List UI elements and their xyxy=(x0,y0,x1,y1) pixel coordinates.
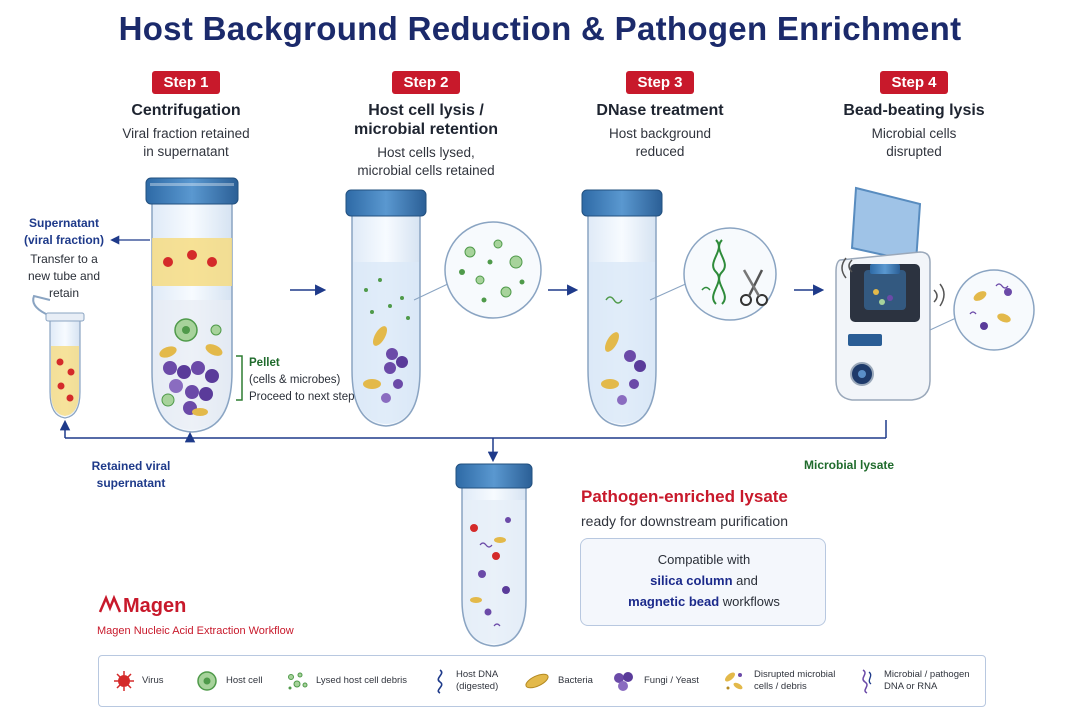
step2-desc: Host cells lysed, microbial cells retain… xyxy=(336,144,516,180)
pellet-cells xyxy=(159,318,223,416)
compat-and: and xyxy=(732,573,758,588)
magen-logo-mark xyxy=(98,594,122,613)
fungi-icon xyxy=(614,672,633,691)
compat-silica: silica column xyxy=(650,573,733,588)
magnifier-step2 xyxy=(413,221,542,319)
brand-name: Magen xyxy=(123,595,187,617)
legend-item-host-cell: Host cell xyxy=(195,656,262,706)
lysed-debris-icon xyxy=(288,672,308,690)
pellet-label: Pellet (cells & microbes) Proceed to nex… xyxy=(249,355,379,406)
brand-tagline: Magen Nucleic Acid Extraction Workflow xyxy=(97,625,294,637)
step4-title: Bead-beating lysis xyxy=(843,102,985,119)
step4-desc-line2: disrupted xyxy=(886,144,942,159)
bead-beater-instrument xyxy=(835,186,945,401)
step4-header: Step 4 Bead-beating lysis Microbial cell… xyxy=(824,71,1004,161)
legend-disrupted-line1: Disrupted microbial xyxy=(754,669,836,680)
page-title: Host Background Reduction & Pathogen Enr… xyxy=(118,10,962,47)
bacteria-icon xyxy=(525,673,549,689)
tube-step2 xyxy=(345,189,427,427)
step1-header: Step 1 Centrifugation Viral fraction ret… xyxy=(96,71,276,161)
step3-desc: Host background reduced xyxy=(570,125,750,161)
collection-lines xyxy=(59,419,887,463)
legend-item-lysed-debris: Lysed host cell debris xyxy=(285,656,407,706)
retained-line1: Retained viral xyxy=(91,459,171,473)
legend-item-host-dna: Host DNA(digested) xyxy=(431,656,498,706)
compat-workflows: workflows xyxy=(719,594,780,609)
step3-desc-line1: Host background xyxy=(608,126,712,141)
step2-header: Step 2 Host cell lysis / microbial reten… xyxy=(336,71,516,180)
compat-magnetic: magnetic bead xyxy=(628,594,720,609)
step2-desc-line1: Host cells lysed, xyxy=(377,145,475,160)
step1-title: Centrifugation xyxy=(131,102,241,119)
virus-icon xyxy=(114,671,134,691)
legend-pathogen-dna-line2: DNA or RNA xyxy=(884,681,938,692)
step1-desc: Viral fraction retained in supernatant xyxy=(96,125,276,161)
step2-title-line1: Host cell lysis / xyxy=(368,102,484,119)
compatibility-text: Compatible with silica column and magnet… xyxy=(620,549,788,612)
magnifier-step3 xyxy=(649,227,777,321)
supernatant-label: Supernatant (viral fraction) Transfer to… xyxy=(14,215,114,302)
host-dna-icon xyxy=(437,669,443,694)
legend-bacteria-label: Bacteria xyxy=(558,675,593,686)
step1-desc-line2: in supernatant xyxy=(143,144,229,159)
supernatant-note-line3: retain xyxy=(48,286,80,300)
supernatant-label-line1: Supernatant xyxy=(28,216,99,230)
pellet-bracket xyxy=(236,355,243,401)
pathogen-dna-icon xyxy=(862,669,872,694)
tube-step3 xyxy=(581,189,663,427)
host-cell-icon xyxy=(197,671,217,691)
step1-badge: Step 1 xyxy=(152,71,220,94)
legend-fungi-label: Fungi / Yeast xyxy=(644,675,699,686)
compatibility-box xyxy=(580,538,826,626)
step3-header: Step 3 DNase treatment Host background r… xyxy=(570,71,750,161)
legend-box: Virus Host cell Lysed host cell debris H… xyxy=(98,655,986,707)
tube-step1 xyxy=(145,177,239,433)
supernatant-note-line2: new tube and xyxy=(27,269,101,283)
step3-badge: Step 3 xyxy=(626,71,694,94)
lysate-title: Pathogen-enriched lysate xyxy=(581,487,788,506)
final-lysate-tube xyxy=(455,463,533,647)
legend-item-bacteria: Bacteria xyxy=(523,656,593,706)
transfer-tube xyxy=(32,294,85,419)
supernatant-viruses xyxy=(163,250,217,267)
legend-disrupted-line2: cells / debris xyxy=(754,681,807,692)
step1-desc-line1: Viral fraction retained xyxy=(122,126,250,141)
legend-host-dna-line1: Host DNA xyxy=(456,669,499,680)
disrupted-cells-icon xyxy=(725,672,743,690)
lysate-heading: Pathogen-enriched lysate ready for downs… xyxy=(581,487,881,529)
legend-pathogen-dna-line1: Microbial / pathogen xyxy=(884,669,970,680)
magnifier-step4 xyxy=(929,269,1035,351)
legend-item-virus: Virus xyxy=(113,656,163,706)
compat-line3: magnetic bead workflows xyxy=(620,591,788,612)
microbial-lysate-label: Microbial lysate xyxy=(804,458,895,472)
step4-desc: Microbial cells disrupted xyxy=(824,125,1004,161)
step2-title-line2: microbial retention xyxy=(353,121,499,138)
supernatant-label-line2: (viral fraction) xyxy=(23,233,104,247)
step4-desc-line1: Microbial cells xyxy=(871,126,957,141)
step3-title: DNase treatment xyxy=(596,102,724,119)
step4-badge: Step 4 xyxy=(880,71,948,94)
retained-line2: supernatant xyxy=(96,476,166,490)
pellet-label-title: Pellet xyxy=(249,357,280,369)
legend-lysed-debris-label: Lysed host cell debris xyxy=(316,675,408,686)
compat-line2: silica column and xyxy=(620,570,788,591)
supernatant-note-line1: Transfer to a xyxy=(30,252,98,266)
legend-host-cell-label: Host cell xyxy=(226,675,263,686)
retained-viral-label: Retained viral supernatant xyxy=(66,458,196,492)
pellet-note-line1: (cells & microbes) xyxy=(249,374,341,386)
step2-title: Host cell lysis / microbial retention xyxy=(336,101,516,139)
pellet-note-line2: Proceed to next step xyxy=(249,391,355,403)
lysate-subtitle: ready for downstream purification xyxy=(581,513,788,529)
step2-badge: Step 2 xyxy=(392,71,460,94)
legend-item-fungi: Fungi / Yeast xyxy=(611,656,699,706)
step3-desc-line2: reduced xyxy=(635,144,685,159)
step2-desc-line2: microbial cells retained xyxy=(357,163,495,178)
compat-line1: Compatible with xyxy=(657,552,751,567)
legend-virus-label: Virus xyxy=(142,675,164,686)
legend-host-dna-line2: (digested) xyxy=(456,681,499,692)
